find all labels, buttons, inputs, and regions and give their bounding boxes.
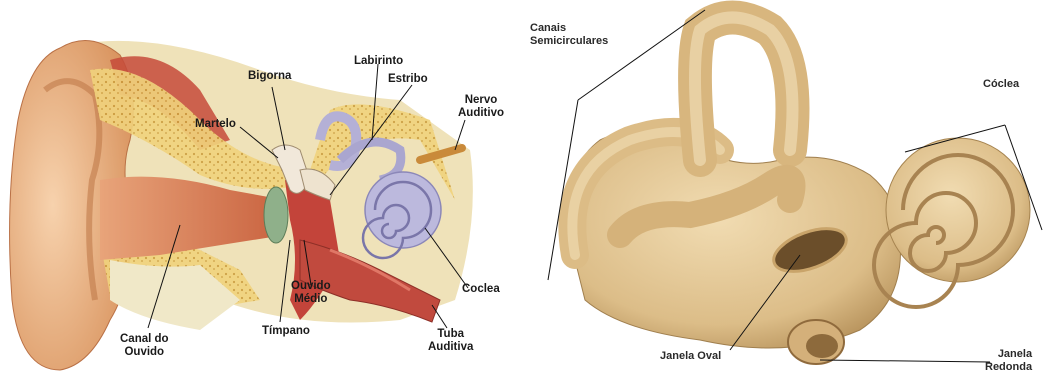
label-labirinto: Labirinto xyxy=(354,55,403,68)
label-ouvido-medio: Ouvido Médio xyxy=(291,280,331,306)
label-janela-oval: Janela Oval xyxy=(660,350,721,363)
label-canais-semicirculares: Canais Semicirculares xyxy=(530,22,608,48)
label-bigorna: Bigorna xyxy=(248,70,291,83)
label-janela-redonda: Janela Redonda xyxy=(985,348,1032,374)
label-timpano: Tímpano xyxy=(262,325,310,338)
eardrum xyxy=(264,187,288,243)
label-martelo: Martelo xyxy=(195,118,236,131)
label-tuba-auditiva: Tuba Auditiva xyxy=(428,328,473,354)
label-canal-do-ouvido: Canal do Ouvido xyxy=(120,333,169,359)
label-coclea-right: Cóclea xyxy=(983,78,1019,91)
label-estribo: Estribo xyxy=(388,73,428,86)
label-nervo-auditivo: Nervo Auditivo xyxy=(458,94,504,120)
inner-ear-illustration xyxy=(548,10,1042,364)
ear-cross-section xyxy=(10,40,473,370)
cochlea-right xyxy=(874,138,1030,307)
label-coclea-left: Coclea xyxy=(462,283,500,296)
